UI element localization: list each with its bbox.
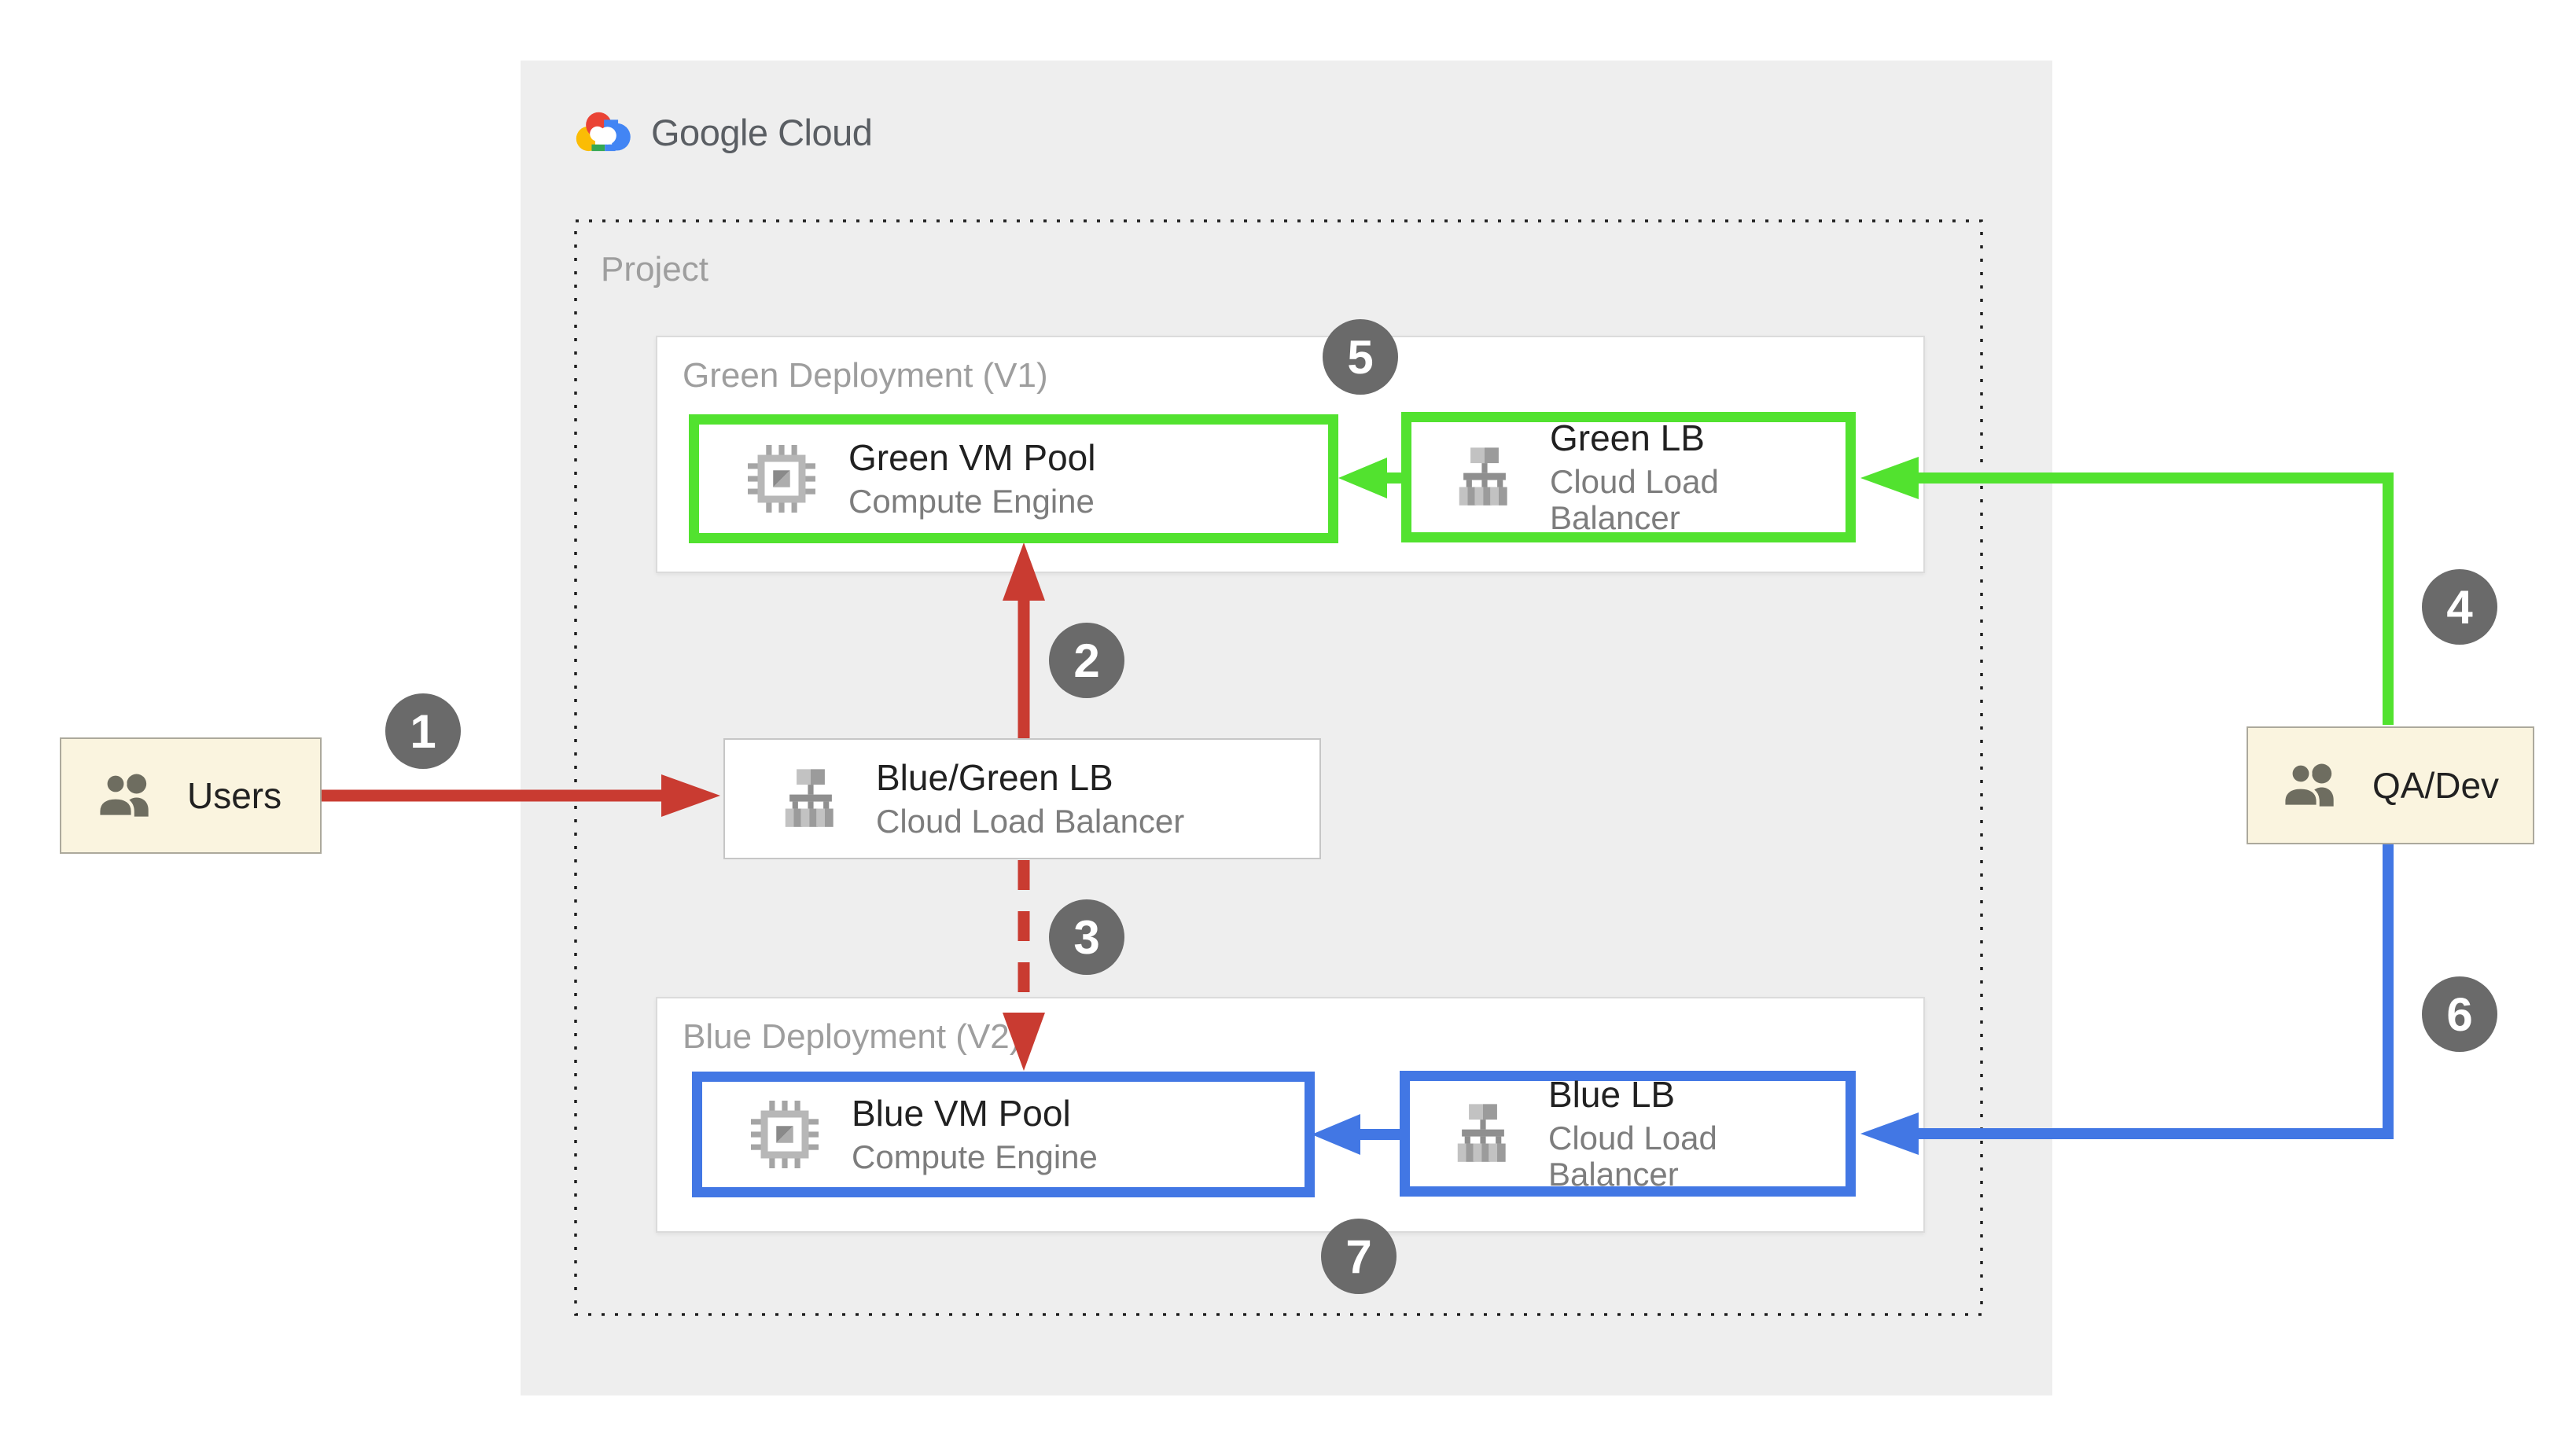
actor-label: QA/Dev xyxy=(2372,765,2500,806)
node-subtitle: Cloud Load Balancer xyxy=(876,803,1185,840)
google-cloud-icon xyxy=(576,112,631,152)
users-icon xyxy=(2282,762,2334,808)
google-cloud-wordmark: Google Cloud xyxy=(651,111,873,153)
compute-engine-icon xyxy=(748,445,815,513)
node-title: Green VM Pool xyxy=(848,437,1096,479)
step-badge-4: 4 xyxy=(2422,569,2497,645)
step-badge-7: 7 xyxy=(1321,1219,1397,1294)
users-node: Users xyxy=(60,737,322,854)
node-title: Blue LB xyxy=(1548,1074,1676,1116)
bluegreen-lb-node: Blue/Green LB Cloud Load Balancer xyxy=(723,738,1321,859)
qa-dev-node: QA/Dev xyxy=(2247,726,2534,844)
users-icon xyxy=(97,772,149,818)
actor-label: Users xyxy=(187,775,282,816)
node-subtitle: Cloud Load Balancer xyxy=(1548,1120,1717,1193)
node-title: Blue VM Pool xyxy=(852,1093,1071,1134)
project-label: Project xyxy=(601,250,708,289)
step-badge-5: 5 xyxy=(1323,319,1398,395)
step-badge-1: 1 xyxy=(385,693,461,769)
compute-engine-icon xyxy=(751,1101,819,1168)
blue-vm-pool-node: Blue VM Pool Compute Engine xyxy=(692,1072,1315,1197)
step-badge-2: 2 xyxy=(1049,623,1124,698)
load-balancer-icon xyxy=(1457,1104,1506,1162)
node-title: Green LB xyxy=(1550,417,1705,459)
load-balancer-icon xyxy=(1459,447,1507,506)
green-vm-pool-node: Green VM Pool Compute Engine xyxy=(689,414,1338,543)
node-subtitle: Cloud Load Balancer xyxy=(1550,463,1719,537)
node-subtitle: Compute Engine xyxy=(852,1138,1098,1176)
blue-lb-node: Blue LB Cloud Load Balancer xyxy=(1400,1071,1856,1197)
load-balancer-icon xyxy=(785,769,834,827)
node-subtitle: Compute Engine xyxy=(848,483,1095,520)
node-title: Blue/Green LB xyxy=(876,757,1113,799)
step-badge-3: 3 xyxy=(1049,899,1124,975)
green-deployment-label: Green Deployment (V1) xyxy=(683,356,1048,395)
google-cloud-logo: Google Cloud xyxy=(574,108,873,156)
step-badge-6: 6 xyxy=(2422,976,2497,1052)
green-lb-node: Green LB Cloud Load Balancer xyxy=(1401,412,1856,542)
blue-deployment-label: Blue Deployment (V2) xyxy=(683,1017,1021,1056)
